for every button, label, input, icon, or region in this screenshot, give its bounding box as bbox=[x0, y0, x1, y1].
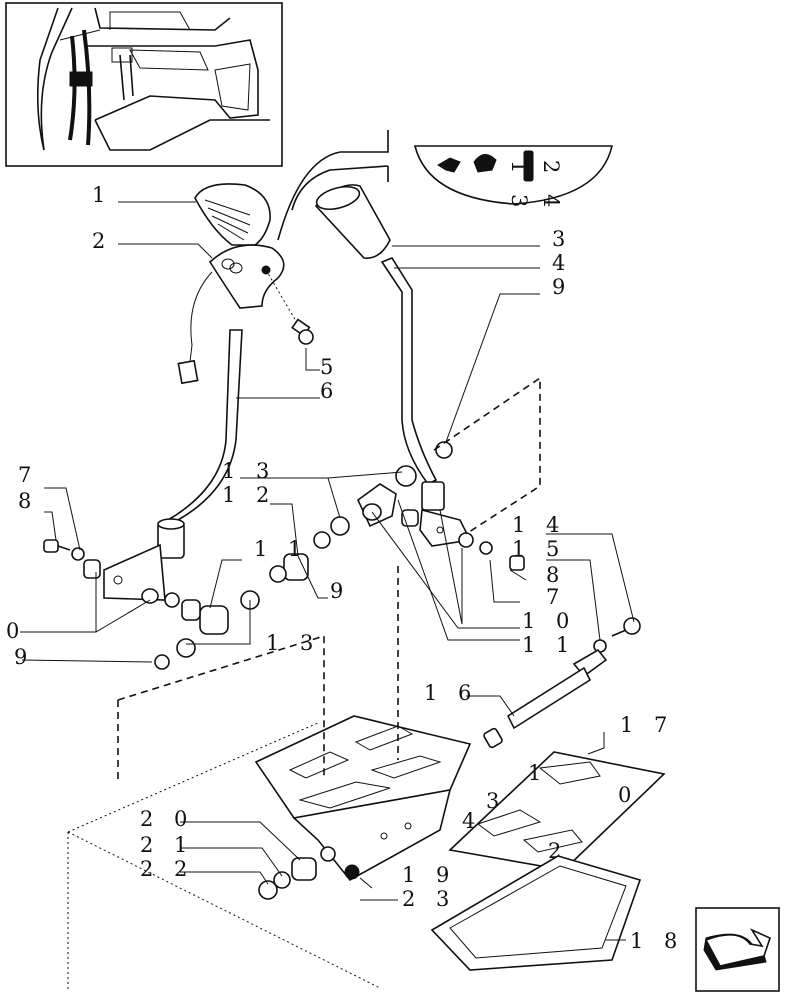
callout-13-bottom: 1 3 bbox=[266, 631, 320, 655]
callout-11-left: 1 1 bbox=[254, 537, 308, 561]
right-lever-knob bbox=[314, 184, 391, 259]
callout-1: 1 bbox=[92, 183, 112, 207]
hare-icon bbox=[473, 154, 497, 173]
next-page-arrow-icon[interactable] bbox=[695, 907, 780, 992]
callout-15: 1 5 bbox=[512, 537, 566, 561]
callout-20: 2 0 bbox=[140, 807, 194, 831]
shift-pattern-decal: 1 3 2 4 bbox=[413, 145, 614, 214]
callout-7-right: 7 bbox=[546, 585, 566, 609]
callout-8-right: 8 bbox=[546, 563, 566, 587]
callout-9-top: 9 bbox=[552, 275, 572, 299]
callout-21: 2 1 bbox=[140, 833, 194, 857]
callout-10: 1 0 bbox=[522, 609, 576, 633]
gate-number-4: 4 bbox=[462, 809, 482, 833]
callout-22: 2 2 bbox=[140, 857, 194, 881]
callout-23: 2 3 bbox=[402, 887, 456, 911]
callout-5: 5 bbox=[320, 355, 340, 379]
boot-frame bbox=[430, 855, 642, 971]
callout-18: 1 8 bbox=[630, 929, 684, 953]
screw-5 bbox=[265, 269, 314, 345]
right-lever-rod bbox=[380, 257, 472, 547]
leader-lines bbox=[20, 201, 635, 941]
callout-0: 0 bbox=[6, 619, 26, 643]
callout-9-left: 9 bbox=[14, 645, 34, 669]
callout-9-mid: 9 bbox=[330, 579, 350, 603]
callout-2: 2 bbox=[92, 229, 112, 253]
shift-plate: 1 2 3 4 0 bbox=[448, 751, 666, 871]
cab-inset-view bbox=[5, 2, 283, 167]
callout-6: 6 bbox=[320, 379, 340, 403]
callout-4: 4 bbox=[552, 251, 572, 275]
callout-7-left: 7 bbox=[18, 463, 38, 487]
gate-number-0: 0 bbox=[618, 783, 638, 807]
cross-shaft bbox=[483, 617, 641, 749]
callout-12: 1 2 bbox=[222, 483, 276, 507]
callout-14: 1 4 bbox=[512, 513, 566, 537]
gate-number-1: 1 bbox=[528, 761, 548, 785]
callout-13-top: 1 3 bbox=[222, 459, 276, 483]
callout-8-left: 8 bbox=[18, 489, 38, 513]
gate-plate bbox=[254, 715, 472, 900]
badge-gear-right: 2 4 bbox=[539, 160, 563, 214]
turtle-icon bbox=[437, 157, 461, 173]
callout-16: 1 6 bbox=[424, 681, 478, 705]
callout-19: 1 9 bbox=[402, 863, 456, 887]
gate-number-3: 3 bbox=[486, 789, 506, 813]
pivot-block bbox=[43, 441, 525, 670]
callout-17: 1 7 bbox=[620, 713, 674, 737]
left-lever-rod bbox=[103, 329, 243, 604]
callout-11-right: 1 1 bbox=[522, 633, 576, 657]
callout-3: 3 bbox=[552, 227, 572, 251]
left-lever-knob bbox=[177, 183, 285, 385]
